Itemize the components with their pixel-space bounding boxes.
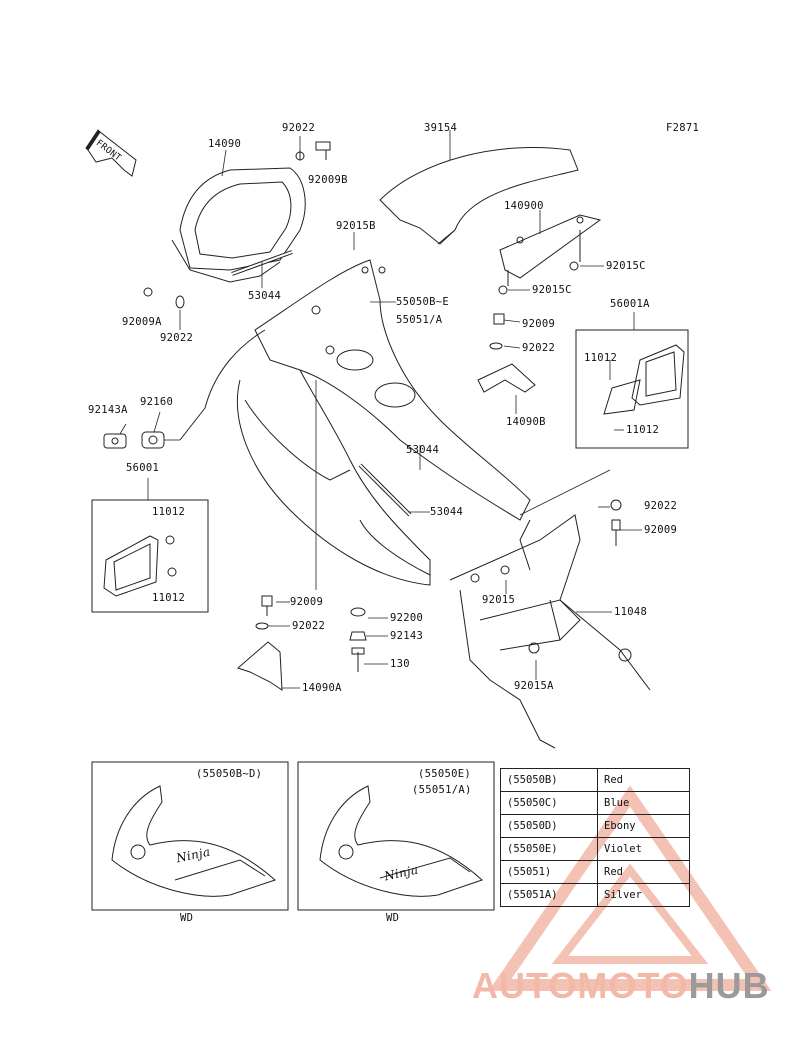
table-cell-code: (55051A) (500, 883, 598, 907)
bracket-14090B (477, 363, 536, 393)
part-label: 92022 (292, 620, 326, 632)
part-label: 140900 (504, 200, 544, 212)
part-label: 56001A (610, 298, 650, 310)
table-row: (55051) Red (500, 860, 690, 884)
inset-left-wd: WD (180, 912, 194, 924)
part-label: 92143 (390, 630, 424, 642)
table-cell-color: Red (597, 860, 690, 884)
mirror-box-right (575, 329, 689, 449)
part-label: 56001 (126, 462, 160, 474)
table-cell-code: (55050C) (500, 791, 598, 815)
part-label: 92015C (606, 260, 646, 272)
part-label: 92022 (522, 342, 556, 354)
table-row: (55050E) Violet (500, 837, 690, 861)
part-label: 53044 (430, 506, 464, 518)
table-row: (55050D) Ebony (500, 814, 690, 838)
part-label: 92015B (336, 220, 376, 232)
part-label: 11012 (626, 424, 660, 436)
part-label: 92022 (160, 332, 194, 344)
part-label: 92015 (482, 594, 516, 606)
inset-right-caption-1: (55050E) (418, 768, 471, 780)
part-label: 92200 (390, 612, 424, 624)
part-label: 92143A (88, 404, 128, 416)
table-cell-code: (55050B) (500, 768, 598, 792)
inset-right-drawing (319, 785, 483, 897)
part-label: 14090 (208, 138, 242, 150)
table-row: (55050C) Blue (500, 791, 690, 815)
table-cell-color: Ebony (597, 814, 690, 838)
table-cell-code: (55051) (500, 860, 598, 884)
part-label: 92022 (644, 500, 678, 512)
meter-cover (171, 141, 331, 283)
leader-lines (119, 130, 642, 689)
inset-left-drawing (111, 785, 276, 897)
part-label: 92015C (532, 284, 572, 296)
part-label: 92015A (514, 680, 554, 692)
bracket-14090A (237, 641, 283, 691)
table-cell-code: (55050D) (500, 814, 598, 838)
part-label: 92009 (644, 524, 678, 536)
part-label: 14090A (302, 682, 342, 694)
inset-left-caption: (55050B~D) (196, 768, 263, 780)
inset-right-wd: WD (386, 912, 400, 924)
figure-id: F2871 (666, 122, 700, 134)
part-label: 92009 (522, 318, 556, 330)
color-table: (55050B) Red (55050C) Blue (55050D) Ebon… (500, 768, 690, 907)
part-label: 55051/A (396, 314, 443, 326)
watermark-part1: AUTOMOTO (472, 965, 689, 1006)
part-label: 39154 (424, 122, 458, 134)
watermark: AUTOMOTOHUB (472, 965, 770, 1007)
table-cell-color: Violet (597, 837, 690, 861)
table-row: (55050B) Red (500, 768, 690, 792)
table-cell-code: (55050E) (500, 837, 598, 861)
mirror-box-left (91, 499, 209, 613)
front-arrow-icon (85, 129, 137, 177)
part-label: 53044 (406, 444, 440, 456)
inset-left-frame (91, 761, 289, 911)
mirror-left (103, 535, 177, 597)
bracket-140900 (498, 214, 602, 295)
part-label: 11048 (614, 606, 648, 618)
part-label: 53044 (248, 290, 282, 302)
part-label: 92022 (282, 122, 316, 134)
part-label: 11012 (152, 592, 186, 604)
part-label: 92009 (290, 596, 324, 608)
mirror-right (603, 344, 685, 415)
part-label: 55050B~E (396, 296, 449, 308)
windscreen (379, 147, 579, 245)
part-label: 92009B (308, 174, 348, 186)
part-label: 11012 (152, 506, 186, 518)
table-cell-color: Red (597, 768, 690, 792)
upper-cowl (179, 259, 531, 586)
grommets (103, 431, 165, 449)
watermark-part2: HUB (688, 965, 770, 1006)
table-row: (55051A) Silver (500, 883, 690, 907)
stay-frame (449, 514, 651, 749)
hardware (143, 287, 622, 672)
inset-right-frame (297, 761, 495, 911)
part-label: 92160 (140, 396, 174, 408)
inset-right-caption-2: (55051/A) (412, 784, 472, 796)
part-label: 14090B (506, 416, 546, 428)
part-label: 11012 (584, 352, 618, 364)
table-cell-color: Blue (597, 791, 690, 815)
table-cell-color: Silver (597, 883, 690, 907)
part-label: 92009A (122, 316, 162, 328)
part-label: 130 (390, 658, 410, 670)
